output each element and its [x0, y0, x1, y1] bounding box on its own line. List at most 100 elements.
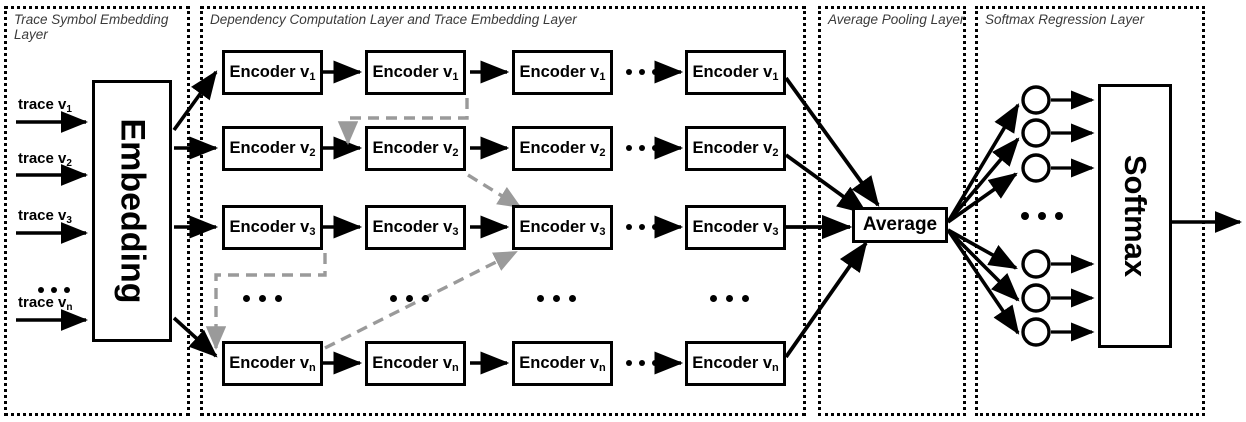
encoder-v3-col1[interactable]: Encoder v3: [222, 205, 323, 250]
encoder-label-text: Encoder v: [372, 353, 453, 372]
encoder-row3-ellipsis: [626, 224, 658, 230]
encoder-label-sub: 2: [599, 146, 606, 159]
encoder-label-sub: 3: [599, 225, 606, 238]
encoder-label: Encoder v3: [230, 218, 316, 238]
dependency-dashed-links: [205, 98, 522, 351]
encoder-label: Encoder v2: [230, 139, 316, 159]
encoder-v1-col2[interactable]: Encoder v1: [365, 50, 466, 95]
encoder-label-sub: 1: [599, 70, 606, 83]
softmax-block[interactable]: Softmax: [1098, 84, 1172, 348]
encoder-v2-col4[interactable]: Encoder v2: [685, 126, 786, 171]
encoder-label-sub: 1: [452, 70, 459, 83]
trace-label-text: trace v: [18, 207, 67, 224]
softmax-unit: [1021, 249, 1051, 279]
encoder-v1-col4[interactable]: Encoder v1: [685, 50, 786, 95]
encoder-vn-col2[interactable]: Encoder vn: [365, 341, 466, 386]
softmax-unit-circles: [1021, 85, 1051, 347]
encoder-label-text: Encoder v: [692, 217, 773, 236]
encoder-v3-col3[interactable]: Encoder v3: [512, 205, 613, 250]
encoder-label: Encoder vn: [229, 354, 316, 374]
trace-label-v3: trace v3: [18, 207, 72, 226]
encoder-label: Encoder v2: [520, 139, 606, 159]
encoder-col1-vertical-ellipsis: [243, 295, 282, 302]
encoder-vn-col1[interactable]: Encoder vn: [222, 341, 323, 386]
encoder-label: Encoder v2: [693, 139, 779, 159]
encoder-label: Encoder v1: [230, 63, 316, 83]
encoder-label-text: Encoder v: [519, 353, 600, 372]
encoder-v2-col1[interactable]: Encoder v2: [222, 126, 323, 171]
trace-label-v1: trace v1: [18, 96, 72, 115]
trace-label-sub: 1: [66, 104, 72, 115]
encoder-label: Encoder v1: [520, 63, 606, 83]
encoder-label-sub: n: [309, 361, 316, 374]
encoder-label-sub: 3: [309, 225, 316, 238]
encoder-label-sub: 1: [309, 70, 316, 83]
encoder-v1-col1[interactable]: Encoder v1: [222, 50, 323, 95]
panel-title-average-pooling-layer: Average Pooling Layer: [828, 12, 965, 27]
encoder-label: Encoder v2: [373, 139, 459, 159]
encoder-label-sub: 2: [772, 146, 779, 159]
panel-dependency-computation-layer: [200, 6, 806, 416]
encoder-label-sub: 3: [772, 225, 779, 238]
encoder-v2-col3[interactable]: Encoder v2: [512, 126, 613, 171]
trace-label-sub: n: [66, 302, 73, 313]
encoder-label-text: Encoder v: [519, 217, 600, 236]
encoder-v1-col3[interactable]: Encoder v1: [512, 50, 613, 95]
encoder-label-sub: 2: [452, 146, 459, 159]
average-to-units-arrows: [946, 103, 1020, 335]
softmax-units-ellipsis: [1021, 212, 1063, 220]
trace-label-text: trace v: [18, 294, 67, 311]
encoder-label: Encoder v1: [373, 63, 459, 83]
encoder-label-sub: 3: [452, 225, 459, 238]
encoder-label-text: Encoder v: [229, 353, 310, 372]
encoder-label: Encoder v3: [520, 218, 606, 238]
panel-title-softmax-regression-layer: Softmax Regression Layer: [985, 12, 1145, 27]
average-label: Average: [862, 214, 938, 235]
encoder-vn-col4[interactable]: Encoder vn: [685, 341, 786, 386]
softmax-label: Softmax: [1118, 154, 1153, 278]
encoder-row1-ellipsis: [626, 69, 658, 75]
encoder-label-text: Encoder v: [372, 62, 453, 81]
encoder-v3-col2[interactable]: Encoder v3: [365, 205, 466, 250]
units-to-softmax-arrows: [1051, 90, 1095, 342]
panel-title-dependency-computation-layer: Dependency Computation Layer and Trace E…: [210, 12, 577, 27]
panel-trace-symbol-embedding-layer: [4, 6, 190, 416]
encoder-label: Encoder v3: [693, 218, 779, 238]
encoder-label-sub: 1: [772, 70, 779, 83]
encoder-label: Encoder vn: [372, 354, 459, 374]
encoder-col2-vertical-ellipsis: [390, 295, 429, 302]
encoder-row2-ellipsis: [626, 145, 658, 151]
panel-average-pooling-layer: [818, 6, 966, 416]
encoder-vn-col3[interactable]: Encoder vn: [512, 341, 613, 386]
encoder-rown-ellipsis: [626, 360, 658, 366]
encoder-label-text: Encoder v: [229, 62, 310, 81]
encoder-label-sub: n: [452, 361, 459, 374]
encoder-label: Encoder v1: [693, 63, 779, 83]
softmax-unit: [1021, 118, 1051, 148]
encoder-chain-arrows: [323, 60, 684, 375]
encoder-col4-vertical-ellipsis: [710, 295, 749, 302]
embedding-block[interactable]: Embedding: [92, 80, 172, 342]
encoder-label: Encoder v3: [373, 218, 459, 238]
encoder-label-text: Encoder v: [692, 62, 773, 81]
embedding-label: Embedding: [113, 118, 152, 304]
encoder-label-text: Encoder v: [519, 62, 600, 81]
encoder-label-text: Encoder v: [692, 138, 773, 157]
encoder-label-text: Encoder v: [229, 217, 310, 236]
softmax-unit: [1021, 283, 1051, 313]
encoder-v2-col2[interactable]: Encoder v2: [365, 126, 466, 171]
average-pooling-block[interactable]: Average: [852, 207, 948, 243]
trace-label-text: trace v: [18, 150, 67, 167]
trace-input-arrows: [16, 111, 89, 331]
encoder-label: Encoder vn: [519, 354, 606, 374]
trace-label-sub: 2: [66, 158, 72, 169]
trace-input-ellipsis: [38, 287, 70, 293]
encoder-label-text: Encoder v: [372, 217, 453, 236]
softmax-unit: [1021, 317, 1051, 347]
encoder-label: Encoder vn: [692, 354, 779, 374]
encoder-label-sub: n: [599, 361, 606, 374]
encoder-label-sub: 2: [309, 146, 316, 159]
encoder-v3-col4[interactable]: Encoder v3: [685, 205, 786, 250]
